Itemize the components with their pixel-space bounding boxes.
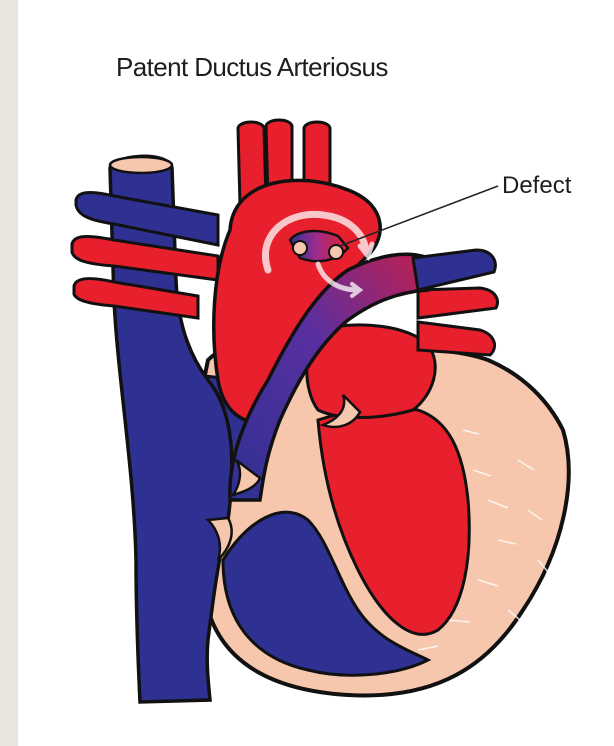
heart-diagram: Patent Ductus Arteriosus: [18, 0, 614, 746]
ductus-opening-right: [329, 245, 343, 259]
pulmonary-artery-red-right-1: [418, 288, 497, 318]
pulmonary-artery-red-right-2: [418, 322, 495, 355]
diagram-title: Patent Ductus Arteriosus: [116, 52, 388, 82]
ductus-opening-left: [293, 241, 307, 255]
defect-label: Defect: [502, 172, 572, 199]
pulmonary-artery-branch-right: [413, 250, 495, 290]
vena-cava-opening: [110, 157, 172, 173]
illustration-panel: Patent Ductus Arteriosus: [18, 0, 614, 746]
